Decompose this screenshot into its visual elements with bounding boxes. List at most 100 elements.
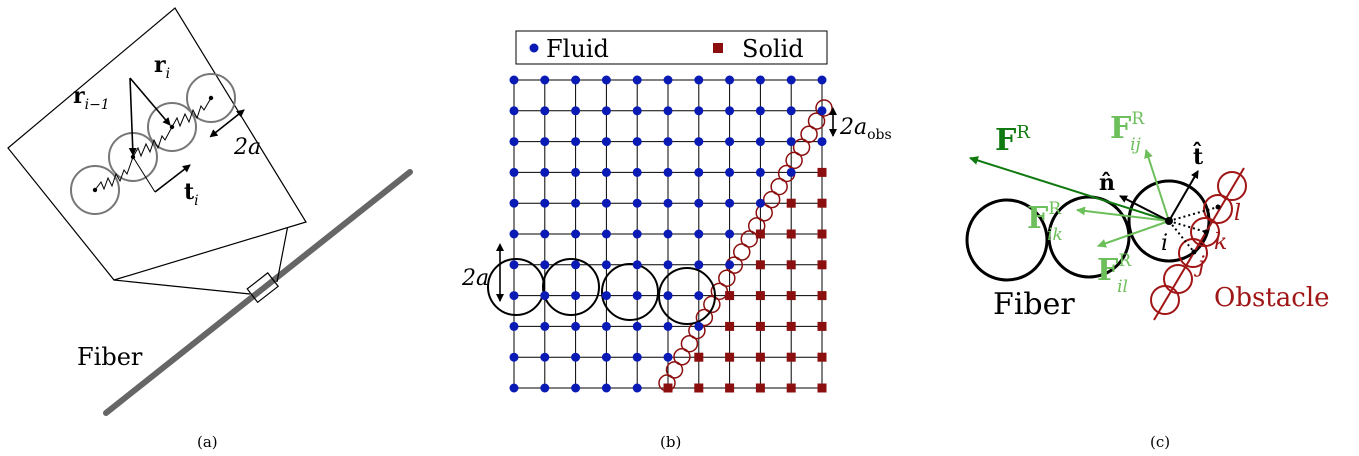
fluid-node — [540, 137, 550, 147]
obstacle-center — [1203, 229, 1209, 235]
fluid-node — [663, 291, 673, 301]
fluid-node — [509, 383, 519, 393]
obstacle-center — [1191, 249, 1197, 255]
fluid-node — [694, 137, 704, 147]
solid-node — [817, 198, 827, 208]
obstacle-circle — [770, 177, 788, 196]
fluid-node — [601, 198, 611, 208]
solid-node — [694, 352, 704, 362]
obstacle-bead — [1217, 171, 1247, 201]
fluid-node — [632, 260, 642, 270]
t-arrow — [154, 164, 191, 193]
fluid-node — [601, 291, 611, 301]
zoom-line-left — [113, 279, 251, 295]
solid-node — [725, 321, 735, 331]
solid-node — [817, 229, 827, 239]
fluid-node — [663, 229, 673, 239]
fluid-node — [786, 106, 796, 116]
solid-node — [725, 383, 735, 393]
dist-line-k — [1168, 220, 1207, 233]
FR-arrow — [969, 156, 1170, 222]
2aobs-dim-label: 2aobs — [839, 115, 892, 143]
bead — [70, 165, 120, 215]
fiber-beads — [487, 258, 716, 325]
lattice-nodes — [509, 75, 827, 393]
fiber-bead — [1047, 195, 1131, 279]
fluid-node — [663, 137, 673, 147]
obstacle-circle — [740, 230, 758, 248]
obstacle-circle — [673, 348, 691, 366]
r-arrow — [129, 77, 171, 126]
fluid-node — [632, 229, 642, 239]
fluid-node — [540, 352, 550, 362]
fluid-node — [509, 167, 519, 177]
r-prev-label: ri−1 — [73, 83, 110, 113]
fluid-node — [632, 137, 642, 147]
2a-arrow — [209, 109, 245, 138]
fluid-node — [755, 106, 765, 116]
Fik-arrow — [1076, 206, 1170, 222]
fluid-node — [755, 167, 765, 177]
solid-node — [786, 291, 796, 301]
solid-node — [663, 383, 673, 393]
fluid-node — [632, 75, 642, 85]
fluid-node — [540, 291, 550, 301]
solid-node — [786, 352, 796, 362]
fluid-node — [663, 106, 673, 116]
legend-solid-label: Solid — [742, 35, 804, 63]
obstacle-center — [1215, 204, 1221, 210]
fluid-node — [786, 167, 796, 177]
bead-center — [92, 187, 98, 193]
legend-fluid-label: Fluid — [546, 35, 609, 63]
fluid-node — [694, 260, 704, 270]
fluid-node — [571, 167, 581, 177]
fluid-node — [540, 167, 550, 177]
obstacle-circle — [800, 125, 818, 143]
fluid-node — [694, 198, 704, 208]
fluid-node — [694, 106, 704, 116]
fluid-node — [601, 75, 611, 85]
solid-node — [817, 383, 827, 393]
zoom-line-right — [276, 224, 289, 283]
bead-center — [169, 124, 175, 130]
fluid-node — [632, 106, 642, 116]
fluid-node — [663, 75, 673, 85]
obstacle-bead — [1178, 238, 1208, 268]
solid-node — [725, 291, 735, 301]
fluid-node — [601, 383, 611, 393]
obstacle-label: Obstacle — [1214, 283, 1330, 313]
fluid-node — [725, 167, 735, 177]
fluid-node — [694, 229, 704, 239]
obstacle-circle — [680, 334, 699, 353]
obstacle-beads — [1150, 171, 1247, 315]
dist-line-l — [1168, 206, 1219, 222]
fluid-node — [817, 106, 827, 116]
legend-box — [515, 30, 828, 65]
fluid-node — [509, 137, 519, 147]
solid-node — [725, 352, 735, 362]
obstacle-bead — [1150, 285, 1180, 315]
fluid-node — [601, 106, 611, 116]
legend-fluid-marker — [529, 43, 539, 53]
fluid-node — [786, 75, 796, 85]
fluid-node — [755, 137, 765, 147]
obstacle-circle — [792, 138, 811, 157]
fluid-node — [509, 198, 519, 208]
i-label: i — [1161, 231, 1168, 256]
fluid-node — [571, 260, 581, 270]
fluid-node — [725, 137, 735, 147]
fluid-node — [632, 352, 642, 362]
fluid-node — [601, 229, 611, 239]
fluid-node — [571, 291, 581, 301]
fluid-node — [817, 75, 827, 85]
FR-label: FR — [995, 122, 1030, 158]
fluid-node — [571, 198, 581, 208]
fluid-node — [663, 260, 673, 270]
fluid-node — [725, 75, 735, 85]
t-guide — [132, 156, 156, 193]
obstacle-circle — [703, 295, 721, 314]
fiber-bead — [965, 198, 1049, 282]
obstacle-circle — [718, 269, 736, 287]
spring — [171, 97, 212, 128]
